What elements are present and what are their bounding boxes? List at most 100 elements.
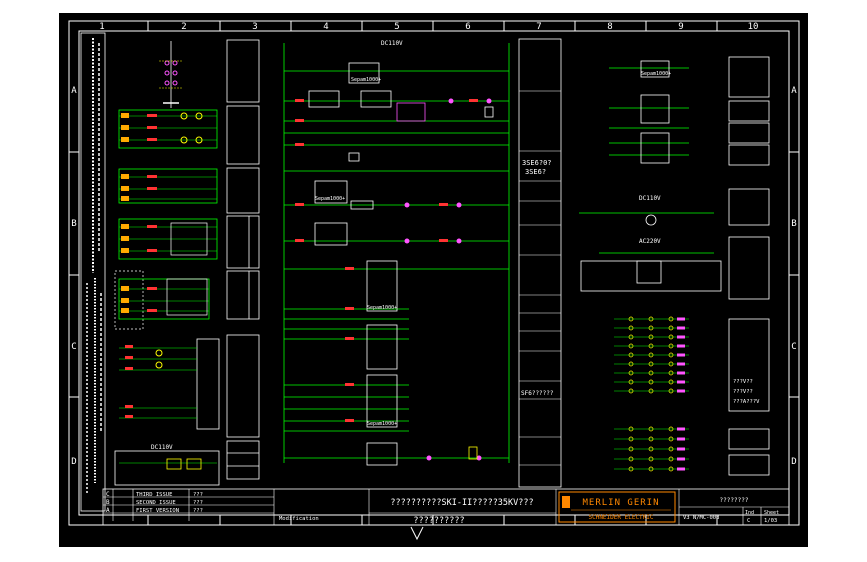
relay-label: Sepam1000+ — [367, 305, 397, 311]
terminal-contact — [648, 343, 654, 349]
terminal-contact — [628, 426, 634, 432]
vt-circuit — [119, 338, 220, 430]
ct-group — [114, 270, 210, 330]
terminal-contact — [668, 316, 674, 322]
terminal-contact — [628, 370, 634, 376]
sheet-value: 1/03 — [764, 518, 777, 524]
terminal-marker — [677, 353, 685, 357]
note-text: ???V?? — [733, 379, 753, 385]
row-label: C — [71, 342, 76, 352]
terminal-contact — [668, 446, 674, 452]
terminal-marker — [677, 380, 685, 384]
terminal-marker — [677, 326, 685, 330]
terminal-contact — [628, 436, 634, 442]
terminal-marker — [677, 389, 685, 393]
relay-label: Sepam1000+ — [351, 77, 381, 83]
dc-supply-label: DC110V — [639, 195, 661, 202]
terminal-marker — [677, 344, 685, 348]
row-label: B — [71, 219, 76, 229]
terminal-contact — [628, 361, 634, 367]
terminal-contact — [628, 456, 634, 462]
drawing-number: V3 N/MC-003 — [683, 515, 719, 521]
note-text: 3SE6? — [525, 168, 546, 176]
center-marker — [410, 526, 424, 541]
terminal-contact — [648, 446, 654, 452]
col-label: 4 — [323, 22, 328, 32]
terminal-contact — [668, 334, 674, 340]
terminal-contact — [648, 456, 654, 462]
revision-index: B — [106, 499, 110, 506]
terminal-marker — [677, 317, 685, 321]
row-label: A — [791, 86, 797, 96]
terminal-contact — [628, 388, 634, 394]
column-labels: 1 2 3 4 5 6 7 8 9 10 — [99, 22, 758, 32]
terminal-contact — [668, 456, 674, 462]
revision-by: ??? — [193, 492, 203, 498]
subsidiary-name: SCHNEIDER ELECTRIC — [588, 514, 653, 521]
terminal-contact — [628, 343, 634, 349]
terminal-contact — [668, 379, 674, 385]
terminal-contact — [648, 352, 654, 358]
drawing-title: ?????????? — [413, 516, 464, 526]
terminal-contact — [628, 379, 634, 385]
row-label: D — [71, 457, 76, 467]
schematic-drawing: 1 2 3 4 5 6 7 8 9 10 A B C D A B C D — [68, 20, 800, 541]
col-label: 9 — [678, 22, 683, 32]
row-label: B — [791, 219, 796, 229]
column-ticks — [69, 21, 799, 525]
col-label: 8 — [607, 22, 612, 32]
col-label: 6 — [465, 22, 470, 32]
terminal-contact — [648, 466, 654, 472]
dc-supply-label: DC110V — [381, 40, 403, 47]
terminal-strip — [614, 316, 689, 472]
sheet-label: Sheet — [764, 510, 779, 516]
terminal-marker — [677, 362, 685, 366]
col-label: 10 — [748, 22, 759, 32]
row-label: D — [791, 457, 796, 467]
terminal-contact — [648, 388, 654, 394]
ct-group — [118, 168, 218, 204]
drawing-sheet: 1 2 3 4 5 6 7 8 9 10 A B C D A B C D — [59, 13, 808, 547]
col-label: 2 — [181, 22, 186, 32]
terminal-contact — [668, 343, 674, 349]
revision-text: SECOND ISSUE — [136, 500, 176, 506]
bottom-dc-circuit: DC110V — [114, 444, 220, 486]
terminal-contact — [628, 352, 634, 358]
terminal-marker — [677, 447, 685, 451]
right-title: ???????? — [720, 497, 749, 504]
terminal-contact — [648, 334, 654, 340]
terminal-contact — [628, 334, 634, 340]
terminal-contact — [648, 379, 654, 385]
dc-supply-label: DC110V — [151, 444, 173, 451]
terminal-contact — [628, 316, 634, 322]
terminal-contact — [648, 426, 654, 432]
inner-frame — [78, 30, 790, 516]
dc-control-circuit: DC110V Sepam1000+ Sepam1000+ Sepam1000+ … — [283, 40, 510, 466]
note-text: ???A???V — [733, 399, 760, 405]
terminal-contact — [648, 325, 654, 331]
project-title: ??????????SKI-II?????35KV??? — [390, 498, 533, 508]
terminal-marker — [677, 335, 685, 339]
terminal-contact — [628, 325, 634, 331]
terminal-contact — [648, 370, 654, 376]
note-text: SF6?????? — [521, 390, 554, 397]
outer-frame — [68, 20, 800, 526]
terminal-contact — [668, 426, 674, 432]
row-label: A — [71, 86, 77, 96]
terminal-contact — [668, 436, 674, 442]
revision-by: ??? — [193, 500, 203, 506]
col-label: 5 — [394, 22, 399, 32]
terminal-marker — [677, 371, 685, 375]
terminal-contact — [628, 446, 634, 452]
revision-text: THIRD ISSUE — [136, 492, 172, 498]
ct-group — [118, 218, 218, 260]
revision-text: FIRST VERSION — [136, 508, 179, 514]
terminal-contact — [648, 316, 654, 322]
terminal-contact — [668, 466, 674, 472]
notes-column: 3SE6?0? 3SE6? SF6?????? — [518, 38, 562, 488]
col-label: 1 — [99, 22, 104, 32]
terminal-contact — [668, 352, 674, 358]
terminal-contact — [668, 325, 674, 331]
terminal-marker — [677, 467, 685, 471]
terminal-marker — [677, 437, 685, 441]
